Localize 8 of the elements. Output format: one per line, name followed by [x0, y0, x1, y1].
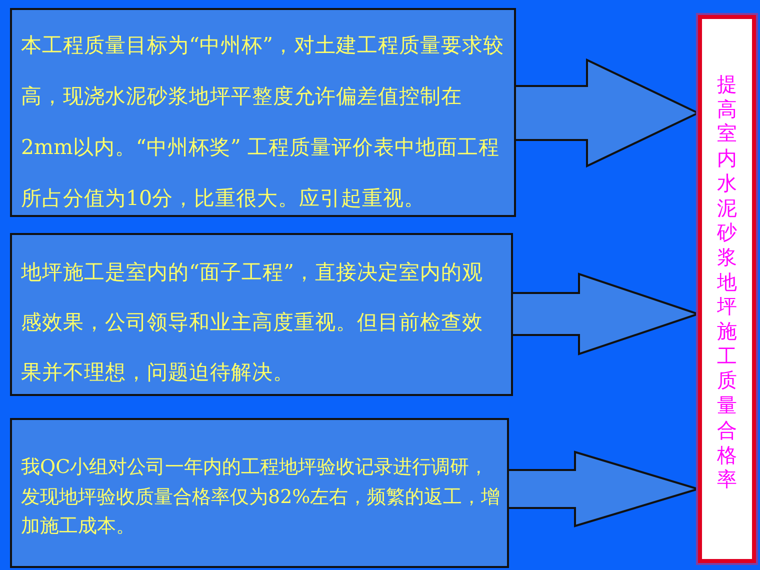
paragraph: 地坪施工是室内的“面子工程”，直接决定室内的观感效果，公司领导和业主高度重视。但目前检查效果并不理想，问题迫待解决。 — [21, 259, 484, 386]
text-box — [10, 418, 509, 568]
paragraph: 我QC小组对公司一年内的工程地坪验收记录进行调研，发现地坪验收质量合格率仅为82%左右，频繁的返工，增加施工成本。 — [21, 455, 502, 539]
paragraph: 本工程质量目标为“中州杯”，对土建工程质量要求较高，现浇水泥砂浆地坪平整度允许偏差值控制在2mm以内。“中州杯奖” 工程质量评价表中地面工程所占分值为10分，比重很大。应引起重视。 — [21, 32, 505, 212]
goal-box — [698, 15, 756, 563]
goal-text: 提高室内水泥砂浆地坪施工质量合格率 — [717, 72, 737, 492]
text-box — [10, 8, 516, 217]
text-box — [10, 233, 513, 396]
